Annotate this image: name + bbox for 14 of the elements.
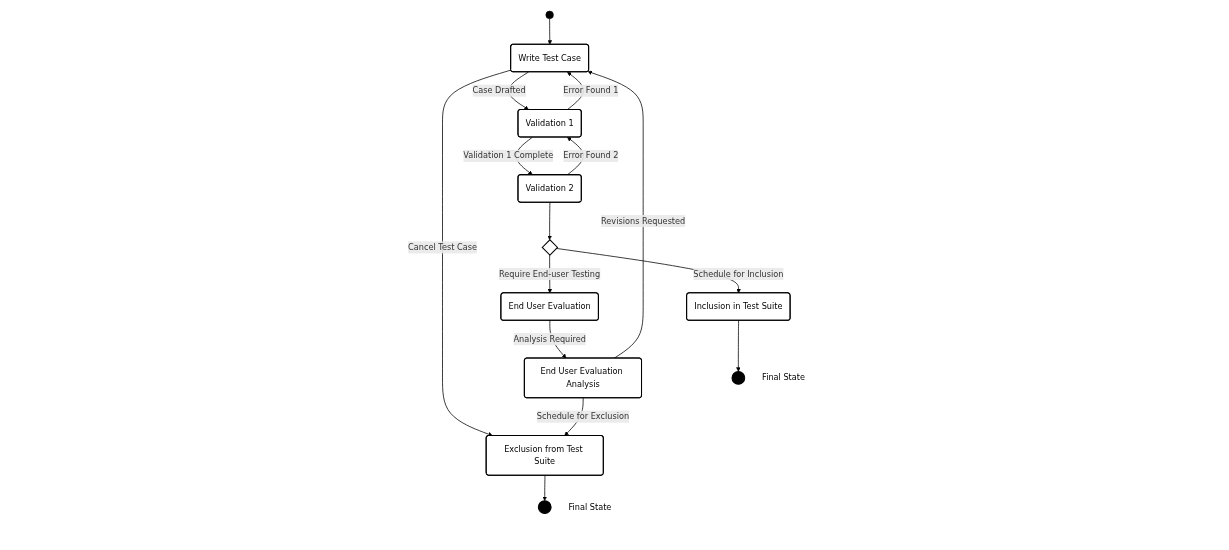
edge-label: Schedule for Exclusion: [537, 411, 630, 422]
edge-label: Cancel Test Case: [408, 242, 478, 253]
node-diamond: [541, 239, 559, 256]
edge-label: Require End-user Testing: [499, 268, 601, 279]
edge-label: Analysis Required: [513, 334, 587, 344]
node-label: Final State: [762, 372, 806, 383]
node-label: Final State: [568, 501, 612, 512]
edge-label: Error Found 2: [563, 150, 619, 161]
edge-label: Schedule for Inclusion: [693, 268, 784, 279]
edge-label: Error Found 1: [563, 85, 619, 96]
edge-label: Revisions Requested: [601, 215, 686, 226]
edge-label: Case Drafted: [472, 85, 527, 96]
edge-label: Validation 1 Complete: [463, 150, 554, 161]
node-circle: [545, 10, 554, 20]
